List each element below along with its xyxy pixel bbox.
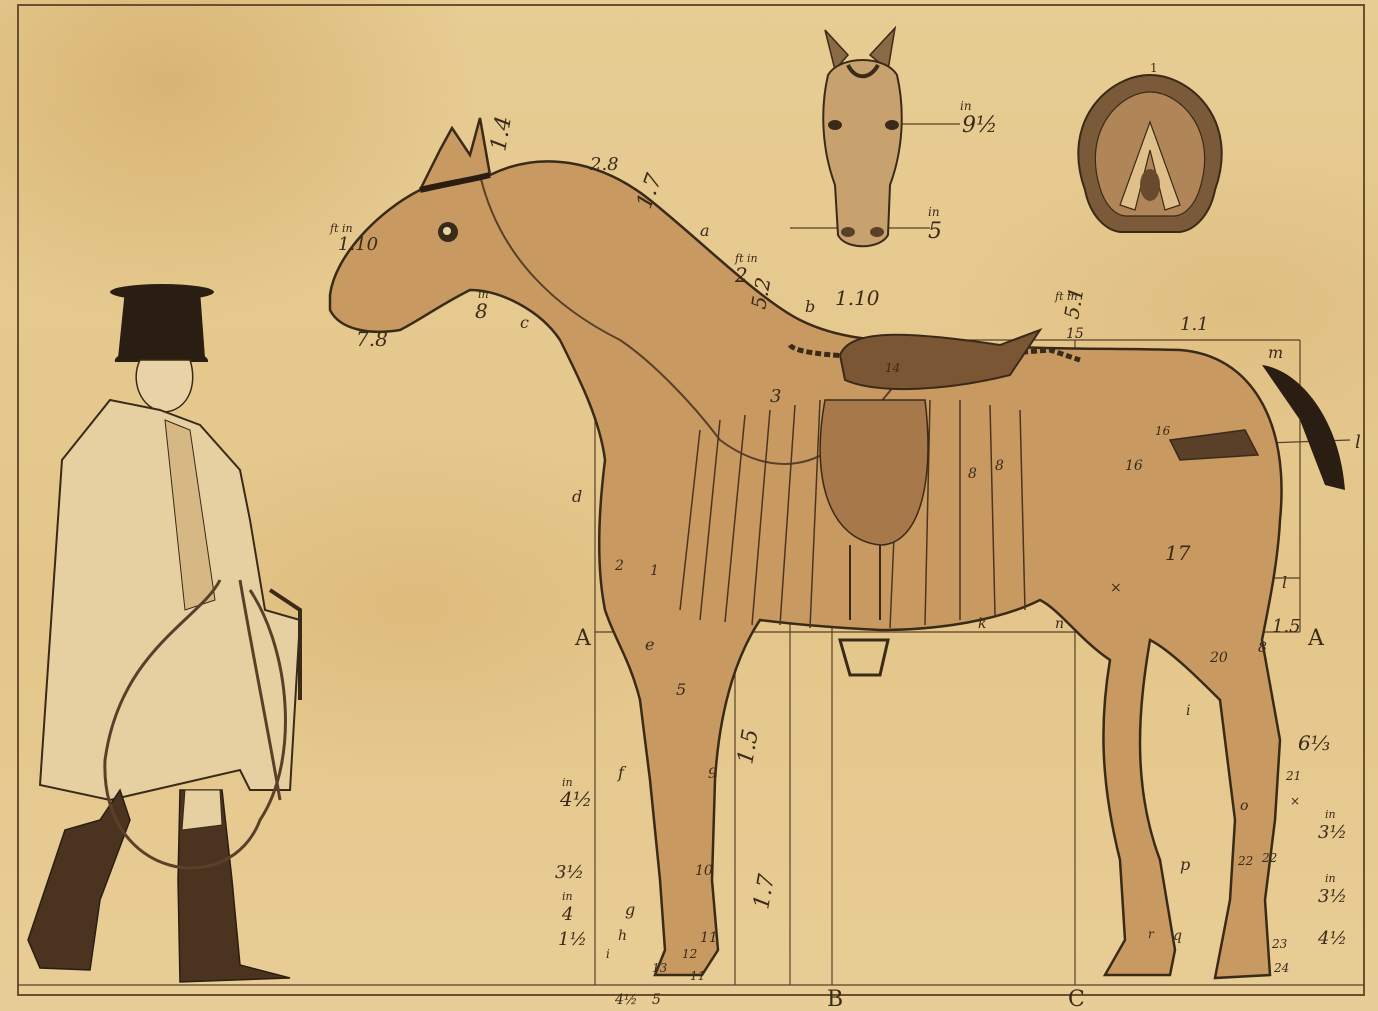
head-unit-lower: in	[928, 205, 940, 219]
column-marker-c: C	[1068, 987, 1085, 1011]
foreleg-label-11a: 11	[700, 930, 718, 946]
left-measure-4-half: 4½	[559, 787, 592, 811]
measure-1-4: 1.4	[486, 114, 517, 153]
head-label-1-10: 1.10	[338, 234, 378, 255]
left-measure-in-b: in	[562, 890, 573, 903]
body-number-8b: 8	[995, 458, 1004, 474]
foreleg-label-12: 12	[682, 947, 697, 961]
foreleg-label-13: 13	[652, 961, 668, 975]
foreleg-label-f: f	[617, 763, 627, 782]
row-marker-right: A	[1307, 626, 1325, 651]
body-number-1: 1	[650, 563, 659, 579]
left-measure-4: 4	[561, 904, 573, 925]
hindleg-label-21: 21	[1285, 769, 1301, 783]
hindleg-label-20: 20	[1209, 650, 1228, 666]
right-measure-3-half-b: 3½	[1318, 886, 1347, 907]
row-marker-left: A	[574, 626, 592, 651]
foreleg-label-g: g	[625, 900, 635, 919]
mid-measure-1-7: 1.7	[749, 872, 780, 911]
groom-figure	[28, 284, 300, 982]
column-marker-b: B	[827, 987, 843, 1011]
foreleg-label-10: 10	[695, 863, 713, 879]
head-measure-upper: 9½	[962, 113, 997, 138]
horse-anatomy-figure	[330, 118, 1345, 978]
hindleg-label-22b: 22	[1261, 851, 1277, 865]
body-number-8a: 8	[968, 466, 977, 482]
neck-label-b: b	[805, 297, 815, 316]
right-measure-4-half: 4½	[1317, 928, 1347, 949]
right-measure-in-b: in	[1325, 872, 1336, 885]
foreleg-label-11b: 11	[690, 969, 705, 983]
hindleg-label-6-1-3: 6⅓	[1298, 731, 1330, 755]
back-label-15: 15	[1066, 326, 1084, 342]
foreleg-label-i: i	[606, 947, 610, 961]
back-label-m: m	[1268, 343, 1283, 362]
right-measure-3-half-a: 3½	[1318, 822, 1347, 843]
head-unit-upper: in	[960, 99, 972, 113]
head-label-7-8: 7.8	[356, 327, 388, 351]
hindleg-label-l: l	[1282, 573, 1287, 592]
back-label-1-1: 1.1	[1180, 314, 1209, 335]
neck-label-a: a	[700, 221, 710, 240]
measure-2-8: 2.8	[589, 154, 619, 175]
hindleg-label-x2: ×	[1290, 794, 1300, 808]
hoof-diagram	[1078, 75, 1221, 232]
neck-label-1-10: 1.10	[835, 286, 880, 310]
right-measure-in-a: in	[1325, 808, 1336, 821]
hindleg-label-8: 8	[1258, 640, 1267, 656]
measure-1-7: 1.7	[632, 171, 667, 212]
body-number-17: 17	[1165, 541, 1191, 565]
hindleg-label-o: o	[1240, 798, 1248, 814]
hindleg-label-n: n	[1055, 616, 1064, 632]
body-number-16b: 16	[1125, 458, 1143, 474]
left-measure-1-half: 1½	[558, 929, 587, 950]
hindleg-label-24: 24	[1273, 961, 1289, 975]
hindleg-label-1-5: 1.5	[1272, 616, 1301, 637]
head-measure-lower: 5	[928, 219, 942, 244]
foreleg-label-d: d	[572, 487, 582, 506]
foreleg-label-h: h	[618, 928, 627, 944]
hoof-number: 1	[1150, 61, 1158, 75]
head-label-8: 8	[475, 299, 488, 323]
back-label-5-1: 5.1	[1059, 285, 1088, 320]
body-number-2: 2	[614, 558, 624, 574]
bottom-number-4-half: 4½	[614, 992, 637, 1008]
horse-head-front-view	[823, 28, 901, 246]
hindleg-label-22a: 22	[1237, 854, 1253, 868]
foreleg-label-e: e	[645, 635, 654, 654]
foreleg-label-5: 5	[676, 680, 686, 699]
back-label-l: l	[1355, 432, 1361, 453]
mid-measure-1-5: 1.5	[733, 727, 764, 766]
hindleg-label-k: k	[978, 616, 986, 632]
head-label-c: c	[520, 313, 529, 332]
bottom-number-5: 5	[652, 992, 661, 1008]
hindleg-label-23: 23	[1271, 937, 1288, 951]
foreleg-label-9: 9	[708, 766, 717, 782]
body-number-3: 3	[770, 386, 781, 407]
body-number-16a: 16	[1155, 424, 1171, 438]
hindleg-label-q: q	[1173, 928, 1182, 944]
hindleg-label-p: p	[1180, 855, 1190, 874]
neck-label-2: 2	[734, 263, 748, 287]
hindleg-label-x1: ×	[1110, 580, 1122, 596]
hindleg-label-i: i	[1186, 703, 1190, 719]
left-measure-3-half: 3½	[555, 862, 584, 883]
body-number-14: 14	[885, 361, 900, 375]
